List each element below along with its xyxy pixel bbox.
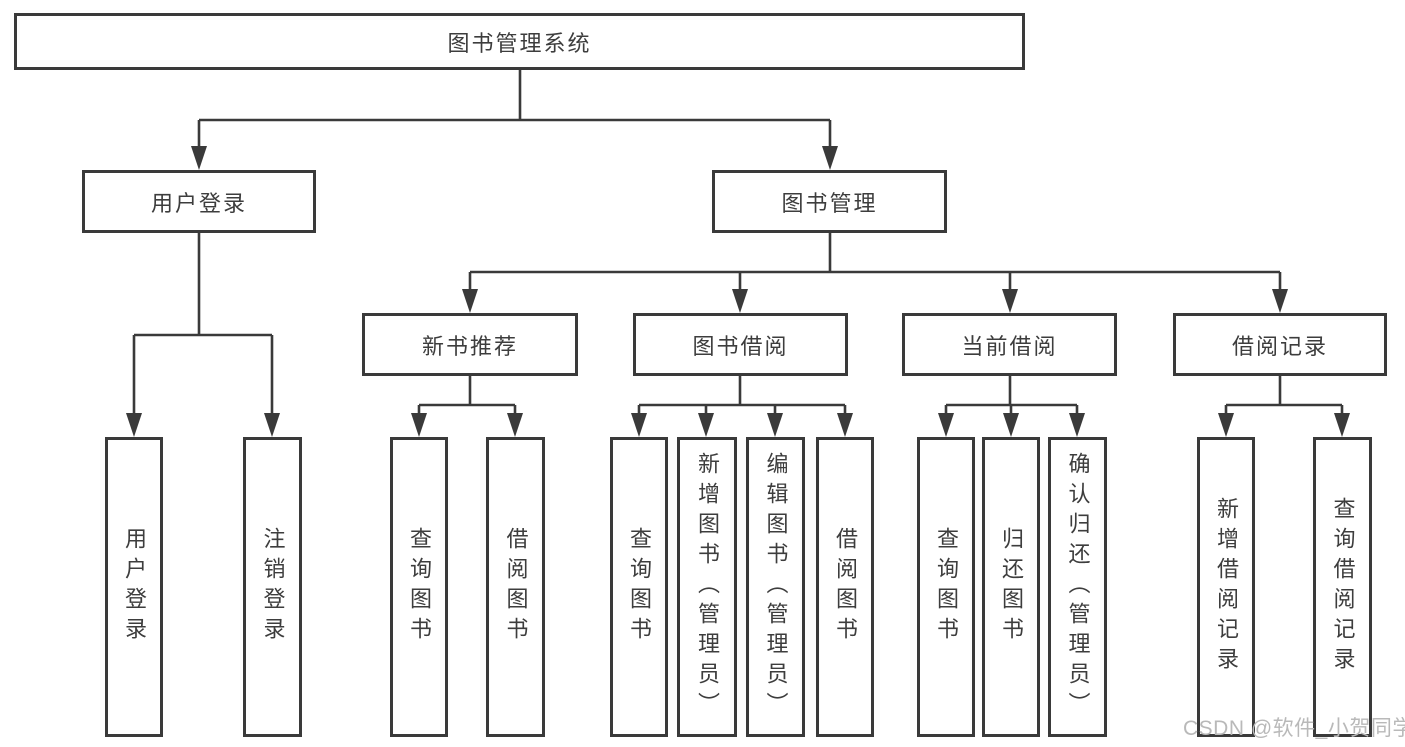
leaf-add-borrow-record: 新增借阅记录 xyxy=(1197,437,1255,737)
leaf-label: 注销登录 xyxy=(260,527,286,647)
leaf-label: 查询图书 xyxy=(934,527,959,647)
leaf-return-book: 归还图书 xyxy=(982,437,1040,737)
leaf-confirm-return-admin: 确认归还（管理员） xyxy=(1048,437,1107,737)
leaf-query-books-current: 查询图书 xyxy=(917,437,975,737)
node-book-management-branch: 图书管理 xyxy=(712,170,947,233)
leaf-label: 查询借阅记录 xyxy=(1330,497,1356,677)
node-label: 借阅记录 xyxy=(1231,333,1328,359)
csdn-watermark: CSDN @软件_小贺同学 xyxy=(1183,717,1405,740)
leaf-label: 查询图书 xyxy=(407,527,432,647)
leaf-label: 借阅图书 xyxy=(503,527,529,647)
leaf-query-borrow-record: 查询借阅记录 xyxy=(1313,437,1372,737)
leaf-label: 确认归还（管理员） xyxy=(1065,452,1091,722)
node-label: 新书推荐 xyxy=(421,333,518,359)
node-root-system: 图书管理系统 xyxy=(14,13,1025,70)
leaf-borrow-books-recommend: 借阅图书 xyxy=(486,437,545,737)
node-root-label: 图书管理系统 xyxy=(447,30,592,56)
leaf-edit-book-admin: 编辑图书（管理员） xyxy=(746,437,805,737)
leaf-label: 新增图书（管理员） xyxy=(695,452,720,722)
node-borrow-records: 借阅记录 xyxy=(1173,313,1387,376)
leaf-label: 查询图书 xyxy=(627,527,652,647)
node-new-book-recommend: 新书推荐 xyxy=(362,313,578,376)
node-user-login-branch: 用户登录 xyxy=(82,170,316,233)
node-current-borrow: 当前借阅 xyxy=(902,313,1117,376)
leaf-borrow-books: 借阅图书 xyxy=(816,437,874,737)
leaf-add-book-admin: 新增图书（管理员） xyxy=(677,437,737,737)
leaf-label: 用户登录 xyxy=(122,527,147,647)
node-label: 图书借阅 xyxy=(692,333,789,359)
node-label: 用户登录 xyxy=(150,190,247,216)
leaf-label: 借阅图书 xyxy=(833,527,858,647)
leaf-label: 归还图书 xyxy=(999,527,1024,647)
leaf-query-books-recommend: 查询图书 xyxy=(390,437,448,737)
leaf-logout: 注销登录 xyxy=(243,437,302,737)
leaf-query-books-borrow: 查询图书 xyxy=(610,437,668,737)
node-book-borrow: 图书借阅 xyxy=(633,313,848,376)
node-label: 当前借阅 xyxy=(961,333,1058,359)
node-label: 图书管理 xyxy=(781,190,878,216)
leaf-label: 新增借阅记录 xyxy=(1214,497,1239,677)
leaf-user-login: 用户登录 xyxy=(105,437,163,737)
leaf-label: 编辑图书（管理员） xyxy=(763,452,789,722)
